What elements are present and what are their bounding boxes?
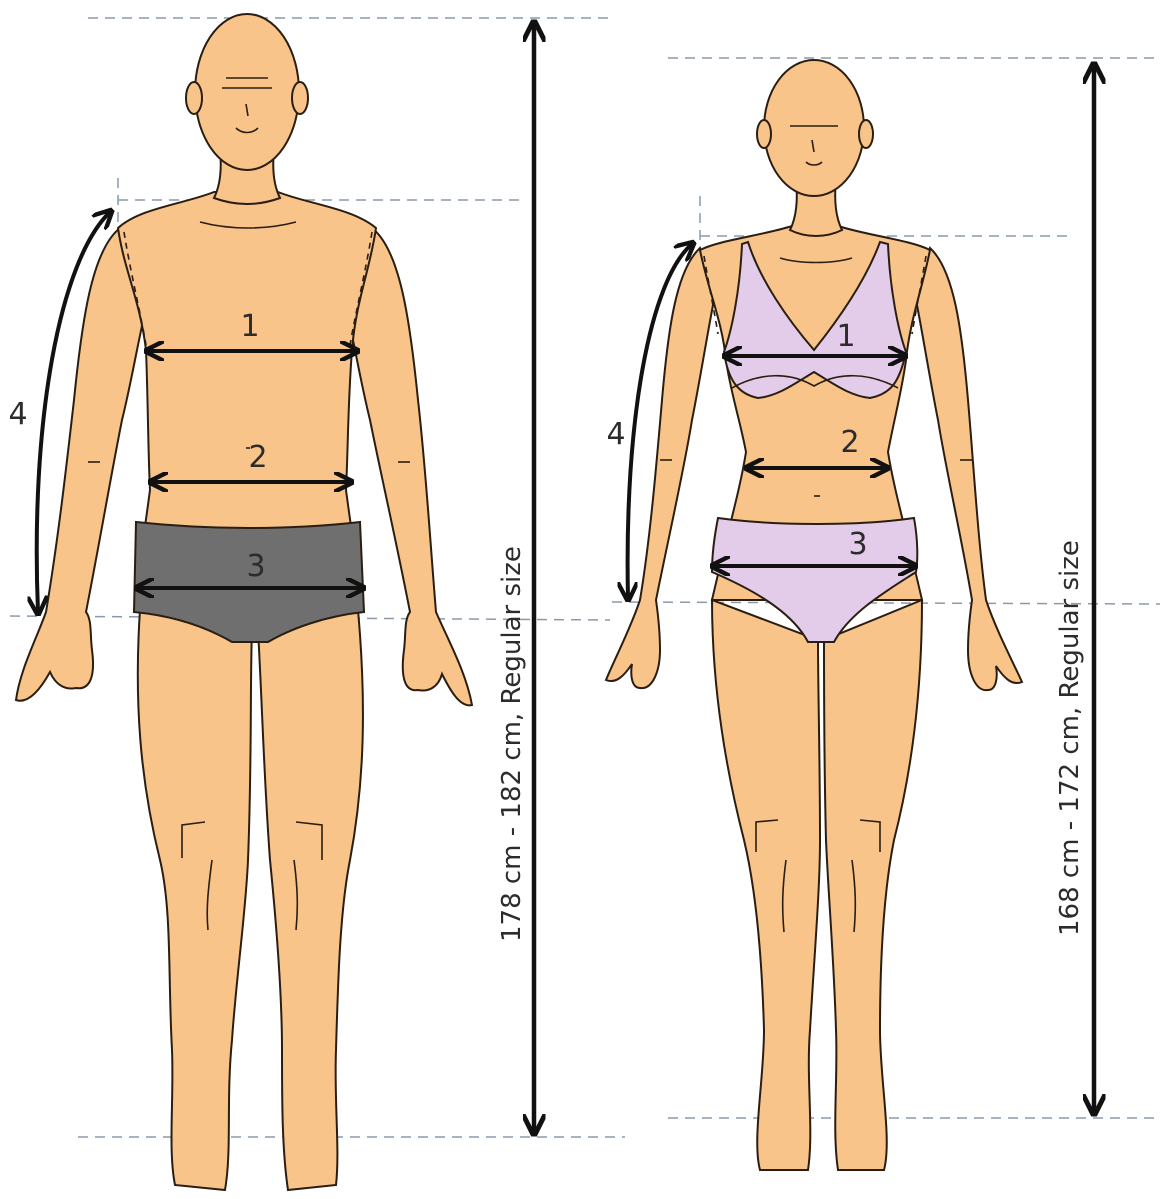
- male-left-ear: [186, 82, 202, 114]
- male-left-leg: [138, 610, 252, 1190]
- male-waist-number: 2: [248, 440, 267, 475]
- female-left-leg: [712, 600, 820, 1170]
- female-bust-number: 1: [836, 319, 855, 354]
- female-right-leg: [824, 600, 922, 1170]
- male-chest-number: 1: [240, 309, 259, 344]
- male-left-arm: [16, 228, 148, 701]
- female-left-arm: [606, 248, 714, 688]
- male-figure: 1 2 3 4 178 cm - 182 cm, Regular size: [8, 14, 625, 1190]
- male-height-label: 178 cm - 182 cm, Regular size: [497, 546, 527, 942]
- male-right-arm: [344, 228, 472, 705]
- female-left-ear: [757, 120, 771, 148]
- female-right-ear: [859, 120, 873, 148]
- female-waist-number: 2: [840, 425, 859, 460]
- male-right-ear: [292, 82, 308, 114]
- female-arm-length-number: 4: [606, 417, 625, 452]
- male-hip-number: 3: [246, 549, 265, 584]
- female-figure: 1 2 3 4 168 cm - 172 cm, Regular size: [606, 58, 1160, 1170]
- male-right-leg: [258, 610, 363, 1190]
- female-head: [764, 60, 864, 196]
- male-head: [195, 14, 299, 170]
- female-right-arm: [916, 248, 1022, 690]
- female-hip-number: 3: [848, 527, 867, 562]
- female-height-label: 168 cm - 172 cm, Regular size: [1055, 540, 1085, 936]
- male-arm-length-number: 4: [8, 397, 27, 432]
